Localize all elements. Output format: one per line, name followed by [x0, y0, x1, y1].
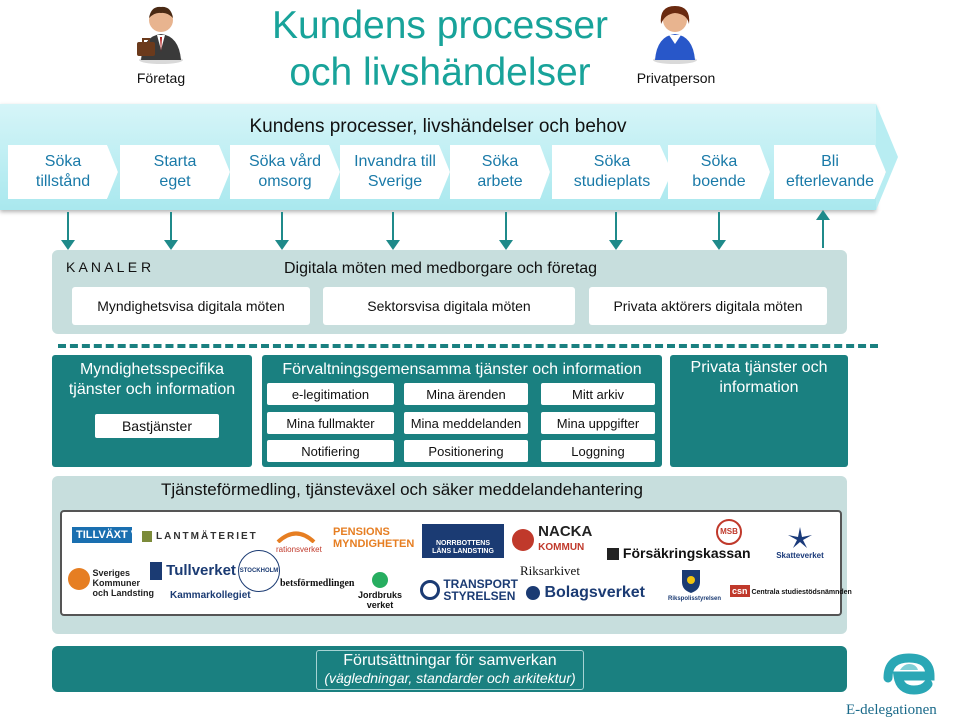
logo-tillvaxtverket: TILLVÄXT VERKET: [72, 527, 175, 543]
title-line-1: Kundens processer: [271, 4, 609, 47]
service-chip: Notifiering: [267, 440, 394, 462]
page-title: Kundens processer och livshändelser: [240, 2, 640, 96]
prerequisites-title: Förutsättningar för samverkan: [343, 652, 557, 669]
down-arrow-icon: [275, 212, 289, 250]
channel-label: Myndighetsvisa digitala möten: [97, 298, 285, 314]
down-arrow-icon: [386, 212, 400, 250]
brokering-heading: Tjänsteförmedling, tjänsteväxel och säke…: [161, 480, 643, 499]
down-arrow-icon: [164, 212, 178, 250]
chip-label: Mitt arkiv: [572, 386, 624, 402]
prerequisites-subtitle: (vägledningar, standarder och arkitektur…: [324, 670, 576, 686]
prerequisites-inner-box: [316, 650, 584, 690]
person-icon: [647, 2, 703, 64]
process-search-housing: Söka boende: [668, 145, 770, 199]
actor-company-label: Företag: [136, 70, 186, 86]
chip-label: Mina ärenden: [426, 386, 506, 402]
channel-sector-box: Sektorsvisa digitala möten: [323, 287, 575, 325]
logo-bolagsverket: Bolagsverket: [526, 584, 645, 602]
process-band-heading: Kundens processer, livshändelser och beh…: [249, 116, 627, 137]
process-bereaved: Bli efterlevande: [774, 145, 886, 199]
down-arrow-icon: [61, 212, 75, 250]
chip-label: Mina uppgifter: [556, 415, 640, 431]
channel-agency-box: Myndighetsvisa digitala möten: [72, 287, 310, 325]
private-services-box: [670, 355, 848, 467]
service-chip: Mina uppgifter: [541, 412, 655, 434]
prerequisites-panel: [52, 646, 847, 692]
down-arrow-icon: [499, 212, 513, 250]
service-chip: e-legitimation: [267, 383, 394, 405]
process-label: Söka tillstånd: [35, 153, 91, 190]
agency-services-box: [52, 355, 252, 467]
process-label: Söka vård omsorg: [248, 153, 322, 190]
logo-riksarkivet: Riksarkivet: [520, 563, 580, 578]
shared-services-title: Förvaltningsgemensamma tjänster och info…: [282, 361, 642, 378]
service-chip: Mina ärenden: [404, 383, 528, 405]
process-label: Starta eget: [153, 153, 197, 190]
channel-label: Sektorsvisa digitala möten: [367, 298, 531, 314]
down-arrow-icon: [712, 212, 726, 250]
process-band-arrow: [876, 104, 898, 210]
logo-forsakringskassan: Försäkringskassan: [607, 545, 751, 561]
e-delegationen-logo-icon: [874, 652, 944, 702]
agency-services-title: Myndighetsspecifika tjänster och informa…: [68, 361, 236, 398]
prerequisites-box: Förutsättningar för samverkan (väglednin…: [322, 652, 578, 688]
process-search-study: Söka studieplats: [552, 145, 672, 199]
process-label: Söka arbete: [477, 153, 523, 190]
service-chip: Mina fullmakter: [267, 412, 394, 434]
service-chip: Mitt arkiv: [541, 383, 655, 405]
chip-label: Positionering: [428, 443, 504, 459]
chip-label: Mina fullmakter: [286, 415, 375, 431]
logo-msb: MSB: [716, 519, 742, 545]
process-search-work: Söka arbete: [450, 145, 550, 199]
businessman-icon: [133, 2, 189, 64]
process-label: Bli efterlevande: [785, 153, 875, 190]
process-label: Söka boende: [692, 153, 746, 190]
channels-heading: Digitala möten med medborgare och företa…: [284, 260, 598, 277]
channel-label: Privata aktörers digitala möten: [613, 298, 803, 314]
process-search-permit: Söka tillstånd: [8, 145, 118, 199]
process-label: Söka studieplats: [573, 153, 651, 190]
logo-kammarkollegiet: Kammarkollegiet: [170, 590, 251, 601]
down-arrow-icon: [609, 212, 623, 250]
logo-skatteverket: Skatteverket: [776, 525, 824, 560]
chip-label: e-legitimation: [291, 386, 370, 402]
channels-label: K A N A L E R: [66, 259, 152, 275]
chip-label: Notifiering: [301, 443, 360, 459]
actor-private-label: Privatperson: [636, 70, 716, 86]
logo-rikspolisstyrelsen: Rikspolisstyrelsen: [668, 568, 721, 602]
base-services-chip: Bastjänster: [95, 414, 219, 438]
logo-tullverket: Tullverket: [150, 562, 236, 581]
logo-stockholms-stad: STOCKHOLM: [238, 550, 280, 592]
private-services-title: Privata tjänster och information: [690, 359, 828, 396]
brand-name: E-delegationen: [846, 702, 937, 718]
service-chip: Positionering: [404, 440, 528, 462]
process-search-care: Söka vård omsorg: [230, 145, 340, 199]
dashed-divider: [58, 344, 878, 348]
title-line-2: och livshändelser: [289, 51, 591, 94]
chip-label: Bastjänster: [121, 418, 193, 434]
process-immigrate: Invandra till Sverige: [340, 145, 450, 199]
up-arrow-icon: [816, 210, 830, 248]
logo-csn: csn Centrala studiestödsnämnden: [730, 585, 852, 597]
logo-lantmateriet: LANTMÄTERIET: [142, 531, 258, 542]
channel-private-box: Privata aktörers digitala möten: [589, 287, 827, 325]
logo-arbetsformedlingen: betsförmedlingen: [280, 578, 355, 589]
logo-migrationsverket: rationsverket: [276, 529, 326, 554]
process-start-business: Starta eget: [120, 145, 230, 199]
process-label: Invandra till Sverige: [354, 153, 436, 190]
chip-label: Mina meddelanden: [410, 415, 522, 431]
service-chip: Mina meddelanden: [404, 412, 528, 434]
chip-label: Loggning: [571, 443, 625, 459]
service-chip: Loggning: [541, 440, 655, 462]
